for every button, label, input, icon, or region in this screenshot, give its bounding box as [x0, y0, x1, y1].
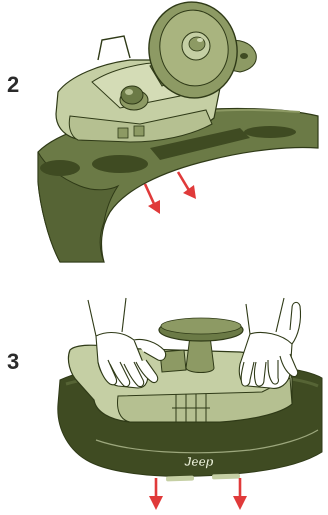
right-wrist-line-2	[276, 298, 284, 332]
side-lever-dot	[240, 53, 248, 59]
arrow-right-head-step-3	[233, 496, 247, 510]
knob	[121, 86, 143, 104]
arrow-left	[145, 184, 155, 206]
horn-button-shine	[197, 38, 203, 42]
step-3-illustration: Jeep	[58, 298, 322, 510]
right-wrist-line-1	[246, 304, 250, 334]
arrow-right	[178, 172, 190, 192]
knob-highlight	[125, 89, 133, 95]
base-shadow-right	[244, 126, 296, 138]
right-thumb	[290, 302, 301, 344]
steering-wheel-top-step-3	[161, 318, 241, 334]
step-2-illustration	[38, 0, 318, 262]
jeep-logo: Jeep	[184, 454, 214, 469]
clip-tab-2	[134, 126, 144, 136]
arrow-left-head-step-3	[149, 496, 163, 510]
left-wrist-line-2	[122, 298, 126, 332]
slot-left	[166, 476, 194, 482]
arrow-right-head	[183, 185, 196, 199]
slot-right	[212, 474, 240, 480]
base-shadow-left	[40, 160, 80, 176]
wire-bar	[98, 36, 130, 60]
left-wrist-line-1	[88, 300, 96, 336]
clip-tab-1	[118, 128, 128, 138]
push-down-arrows-step-3	[149, 478, 247, 510]
base-shadow-mid	[92, 155, 148, 173]
right-hand	[239, 298, 300, 388]
